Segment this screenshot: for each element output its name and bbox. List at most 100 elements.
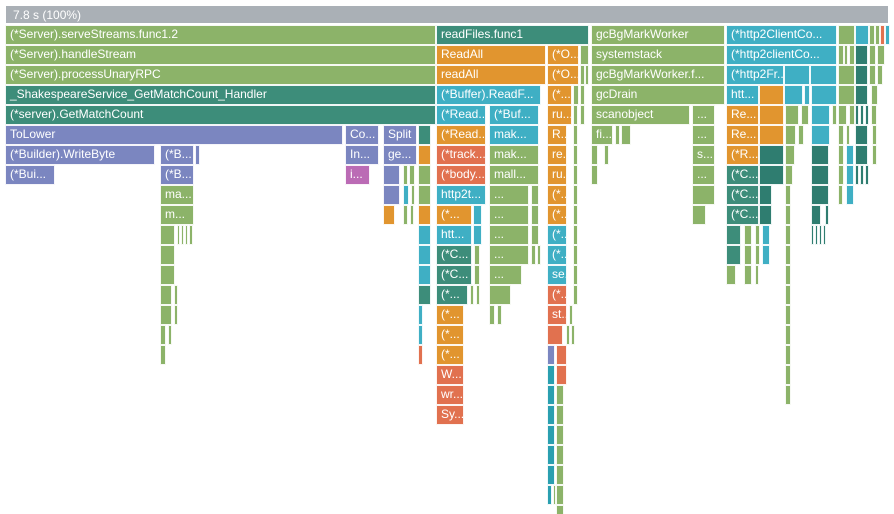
- flame-frame[interactable]: m...: [160, 205, 194, 225]
- flame-frame-unlabeled[interactable]: [621, 125, 631, 145]
- flame-frame[interactable]: ...: [692, 125, 715, 145]
- flame-frame[interactable]: ReadAll: [436, 45, 546, 65]
- flame-frame-unlabeled[interactable]: [860, 165, 864, 185]
- flame-frame-unlabeled[interactable]: [846, 145, 854, 165]
- flame-frame-unlabeled[interactable]: [410, 205, 414, 225]
- flame-frame-unlabeled[interactable]: [726, 245, 741, 265]
- flame-frame[interactable]: (*track...: [436, 145, 486, 165]
- flame-frame-unlabeled[interactable]: [865, 105, 869, 125]
- flame-frame[interactable]: (*Bui...: [5, 165, 55, 185]
- flame-frame-unlabeled[interactable]: [846, 165, 854, 185]
- flame-frame-unlabeled[interactable]: [160, 285, 172, 305]
- flame-frame-unlabeled[interactable]: [160, 305, 172, 325]
- flame-frame-unlabeled[interactable]: [556, 505, 564, 514]
- flame-frame-unlabeled[interactable]: [811, 125, 830, 145]
- flame-frame-unlabeled[interactable]: [871, 85, 878, 105]
- flame-frame[interactable]: Co...: [345, 125, 379, 145]
- flame-frame-unlabeled[interactable]: [838, 165, 844, 185]
- flame-frame[interactable]: (*...: [436, 205, 472, 225]
- flame-frame-unlabeled[interactable]: [872, 125, 877, 145]
- flame-frame-unlabeled[interactable]: [838, 125, 844, 145]
- flame-frame[interactable]: s...: [692, 145, 715, 165]
- flame-frame[interactable]: ToLower: [5, 125, 343, 145]
- flame-frame-unlabeled[interactable]: [489, 285, 511, 305]
- flame-frame-unlabeled[interactable]: [759, 145, 784, 165]
- flame-frame-unlabeled[interactable]: [573, 225, 578, 245]
- flame-frame-unlabeled[interactable]: [692, 205, 706, 225]
- flame-frame-unlabeled[interactable]: [762, 225, 770, 245]
- flame-frame[interactable]: (*...: [436, 345, 464, 365]
- flame-frame-unlabeled[interactable]: [547, 465, 555, 485]
- flame-frame-unlabeled[interactable]: [418, 145, 431, 165]
- flame-frame-unlabeled[interactable]: [585, 65, 589, 85]
- flame-frame-unlabeled[interactable]: [418, 165, 431, 185]
- flame-frame[interactable]: gcBgMarkWorker.f...: [591, 65, 725, 85]
- flame-frame-unlabeled[interactable]: [531, 185, 539, 205]
- flame-frame[interactable]: ...: [489, 205, 529, 225]
- flame-frame[interactable]: fi...: [591, 125, 613, 145]
- flame-frame-unlabeled[interactable]: [181, 225, 184, 245]
- flame-frame-unlabeled[interactable]: [591, 165, 598, 185]
- flame-frame-unlabeled[interactable]: [573, 125, 578, 145]
- flame-frame[interactable]: ge...: [383, 145, 417, 165]
- flame-frame-unlabeled[interactable]: [174, 285, 178, 305]
- flame-frame-unlabeled[interactable]: [846, 125, 850, 145]
- flame-frame-unlabeled[interactable]: [785, 205, 791, 225]
- flame-frame-unlabeled[interactable]: [573, 285, 578, 305]
- flame-frame-unlabeled[interactable]: [189, 225, 193, 245]
- flame-frame-unlabeled[interactable]: [547, 425, 555, 445]
- flame-frame-unlabeled[interactable]: [573, 265, 578, 285]
- flame-frame[interactable]: (*http2clientCo...: [726, 45, 837, 65]
- flame-frame-unlabeled[interactable]: [869, 65, 876, 85]
- flame-frame-unlabeled[interactable]: [838, 85, 855, 105]
- flame-frame-unlabeled[interactable]: [580, 65, 585, 85]
- flame-frame-unlabeled[interactable]: [474, 265, 480, 285]
- flame-frame-unlabeled[interactable]: [849, 105, 855, 125]
- flame-frame[interactable]: (*server).GetMatchCount: [5, 105, 436, 125]
- flame-frame-unlabeled[interactable]: [489, 305, 495, 325]
- flame-frame[interactable]: (*...: [436, 325, 464, 345]
- flame-frame-unlabeled[interactable]: [759, 165, 784, 185]
- flame-frame-unlabeled[interactable]: [819, 225, 822, 245]
- flame-frame-unlabeled[interactable]: [811, 145, 829, 165]
- flame-frame-unlabeled[interactable]: [785, 245, 791, 265]
- flame-frame[interactable]: wr...: [436, 385, 464, 405]
- flame-frame-unlabeled[interactable]: [497, 305, 502, 325]
- flame-frame-unlabeled[interactable]: [195, 145, 200, 165]
- flame-frame[interactable]: readAll: [436, 65, 546, 85]
- flame-frame-unlabeled[interactable]: [759, 105, 784, 125]
- flame-frame-unlabeled[interactable]: [875, 25, 880, 45]
- flame-frame-unlabeled[interactable]: [855, 105, 859, 125]
- flame-frame[interactable]: (*Read...: [436, 125, 486, 145]
- flame-frame-unlabeled[interactable]: [580, 85, 585, 105]
- flame-frame[interactable]: scanobject: [591, 105, 690, 125]
- flame-frame-unlabeled[interactable]: [855, 85, 868, 105]
- flame-frame[interactable]: gcDrain: [591, 85, 725, 105]
- flame-frame-unlabeled[interactable]: [411, 185, 415, 205]
- flame-frame[interactable]: (*B...: [160, 145, 194, 165]
- flame-frame[interactable]: http2t...: [436, 185, 486, 205]
- flame-frame[interactable]: (*Builder).WriteByte: [5, 145, 155, 165]
- flame-frame-unlabeled[interactable]: [547, 325, 563, 345]
- flame-frame[interactable]: htt...: [436, 225, 472, 245]
- flame-frame-unlabeled[interactable]: [855, 65, 868, 85]
- flame-frame-unlabeled[interactable]: [726, 225, 741, 245]
- flame-frame[interactable]: In...: [345, 145, 379, 165]
- flame-frame-unlabeled[interactable]: [692, 185, 715, 205]
- flame-frame-unlabeled[interactable]: [785, 105, 799, 125]
- flame-frame[interactable]: (*...: [547, 185, 567, 205]
- flame-frame[interactable]: re...: [547, 145, 567, 165]
- flame-frame[interactable]: gcBgMarkWorker: [591, 25, 725, 45]
- flame-frame-unlabeled[interactable]: [573, 105, 578, 125]
- flame-frame-unlabeled[interactable]: [566, 325, 570, 345]
- flame-frame[interactable]: (*...: [547, 205, 567, 225]
- flame-frame[interactable]: Sy...: [436, 405, 464, 425]
- flame-frame-unlabeled[interactable]: [801, 105, 809, 125]
- flame-frame-unlabeled[interactable]: [785, 165, 793, 185]
- flame-frame[interactable]: _ShakespeareService_GetMatchCount_Handle…: [5, 85, 436, 105]
- flame-frame-unlabeled[interactable]: [418, 325, 423, 345]
- flame-frame-unlabeled[interactable]: [838, 185, 843, 205]
- flame-frame-unlabeled[interactable]: [762, 245, 770, 265]
- flame-frame[interactable]: (*Read...: [436, 105, 486, 125]
